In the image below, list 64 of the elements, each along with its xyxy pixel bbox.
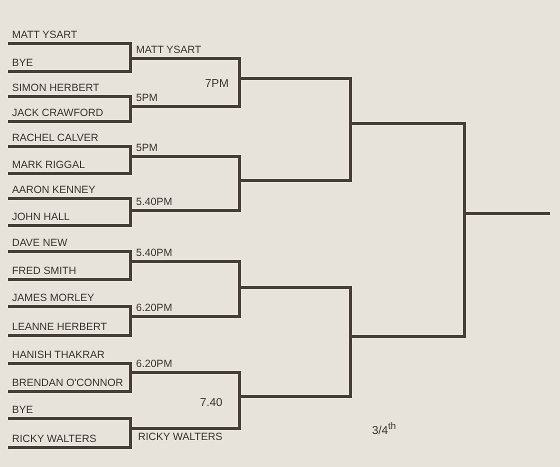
bracket-connector	[129, 42, 134, 60]
bracket-connector	[129, 145, 134, 158]
bracket-connector	[129, 95, 134, 108]
match-time: 6.20PM	[132, 358, 241, 374]
bracket-connector	[349, 286, 354, 338]
bracket-connector	[349, 77, 354, 125]
bracket-connector	[129, 57, 134, 73]
bracket-connector	[238, 371, 242, 398]
bracket-connector	[238, 57, 242, 80]
bracket-connector	[129, 250, 134, 263]
player-name: RACHEL CALVER	[8, 132, 132, 148]
player-name: HANISH THAKRAR	[8, 349, 132, 365]
bracket-line	[241, 395, 352, 398]
bracket-connector	[129, 197, 134, 212]
bracket-connector	[129, 209, 134, 227]
player-name: RICKY WALTERS	[8, 433, 132, 449]
player-name: BYE	[8, 57, 132, 73]
bracket-connector	[349, 122, 354, 182]
player-name: FRED SMITH	[8, 265, 132, 281]
match-time: 6.20PM	[132, 302, 241, 318]
player-name: JAMES MORLEY	[8, 292, 132, 308]
bracket-connector	[129, 105, 134, 123]
bracket-connector	[238, 260, 242, 289]
match-time: 5PM	[132, 142, 241, 158]
bracket-connector	[129, 155, 134, 175]
player-name: BRENDAN O'CONNOR	[8, 377, 132, 393]
player-name: JOHN HALL	[8, 211, 132, 227]
player-name: JACK CRAWFORD	[8, 107, 132, 123]
bracket-connector	[238, 155, 242, 182]
bracket-connector	[463, 212, 468, 338]
bracket-connector	[238, 395, 242, 430]
bracket-connector	[238, 77, 242, 108]
player-name: MARK RIGGAL	[8, 159, 132, 175]
player-name: RICKY WALTERS	[132, 427, 241, 443]
bracket-connector	[129, 362, 134, 374]
bracket-connector	[129, 427, 134, 449]
bracket-connector	[129, 260, 134, 281]
player-name: MATT YSART	[8, 29, 132, 45]
bracket-connector	[238, 179, 242, 212]
bracket-line	[241, 286, 352, 289]
bracket-line	[241, 179, 352, 182]
player-name: SIMON HERBERT	[8, 82, 132, 98]
player-name: AARON KENNEY	[8, 184, 132, 200]
bracket-connector	[129, 315, 134, 337]
bracket-line	[352, 122, 466, 125]
player-name: DAVE NEW	[8, 237, 132, 253]
bracket-connector	[129, 305, 134, 318]
match-time: 5.40PM	[132, 247, 241, 263]
bracket-connector	[349, 335, 354, 398]
match-time: 7PM	[205, 78, 229, 91]
player-name: LEANNE HERBERT	[8, 321, 132, 337]
match-time: 7.40	[200, 397, 222, 410]
match-time: 5.40PM	[132, 196, 241, 212]
bracket-line	[352, 335, 466, 338]
bracket-connector	[129, 371, 134, 393]
match-time: 5PM	[132, 92, 241, 108]
player-name: MATT YSART	[132, 44, 241, 60]
bracket-connector	[129, 417, 134, 430]
bracket-connector	[238, 286, 242, 318]
bracket-line	[241, 77, 352, 80]
player-name: BYE	[8, 404, 132, 420]
place-note: 3/4$^{th}$	[372, 420, 396, 438]
bracket-connector	[463, 122, 468, 215]
bracket-line	[466, 212, 550, 215]
